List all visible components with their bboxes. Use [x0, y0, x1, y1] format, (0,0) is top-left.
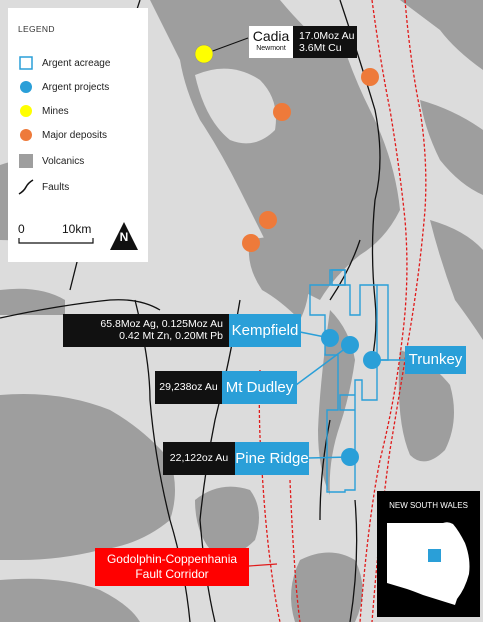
fault-line-icon — [18, 179, 34, 195]
deposit-marker[interactable] — [273, 103, 291, 121]
nsw-inset-map[interactable]: NEW SOUTH WALES — [377, 491, 480, 617]
legend-item-faults: Faults — [18, 178, 69, 196]
kempfield-label[interactable]: Kempfield — [229, 314, 301, 347]
pine-ridge-resource: 22,122oz Au — [163, 442, 235, 475]
mt-dudley-resource: 29,238oz Au — [155, 371, 222, 404]
inset-project-location — [428, 549, 441, 562]
north-arrow-icon — [110, 222, 138, 250]
kempfield-marker[interactable] — [321, 329, 339, 347]
legend-title: LEGEND — [18, 24, 55, 34]
mine-dot-icon — [18, 103, 34, 119]
legend-item-projects: Argent projects — [18, 78, 109, 96]
legend-item-acreage: Argent acreage — [18, 54, 110, 72]
deposit-dot-icon — [18, 127, 34, 143]
legend-label: Argent acreage — [42, 57, 111, 69]
scale-end: 10km — [62, 222, 92, 236]
corridor-label-line1: Godolphin-Coppenhania — [106, 552, 238, 566]
kempfield-resource-box: 65.8Moz Ag, 0.125Moz Au 0.42 Mt Zn, 0.20… — [63, 314, 229, 347]
legend-label: Faults — [42, 181, 70, 193]
cadia-resource-line2: 3.6Mt Cu — [299, 42, 342, 54]
cadia-resource-box: 17.0Moz Au 3.6Mt Cu — [293, 26, 357, 58]
cadia-resource-line1: 17.0Moz Au — [299, 30, 355, 42]
deposit-marker[interactable] — [259, 211, 277, 229]
project-dot-icon — [18, 79, 34, 95]
north-label: N — [119, 230, 129, 244]
legend-item-deposits: Major deposits — [18, 126, 107, 144]
cadia-label[interactable]: Cadia Newmont — [249, 26, 293, 58]
pine-ridge-label[interactable]: Pine Ridge — [235, 442, 309, 475]
corridor-label[interactable]: Godolphin-Coppenhania Fault Corridor — [95, 548, 249, 586]
legend-panel: LEGEND Argent acreage Argent projects Mi… — [8, 8, 148, 262]
pine-ridge-marker[interactable] — [341, 448, 359, 466]
nsw-outline-icon — [387, 522, 470, 605]
argent-projects — [321, 329, 381, 466]
legend-label: Major deposits — [42, 129, 108, 141]
mt-dudley-label[interactable]: Mt Dudley — [222, 371, 297, 404]
kempfield-resource-line2: 0.42 Mt Zn, 0.20Mt Pb — [119, 330, 223, 342]
trunkey-label[interactable]: Trunkey — [405, 346, 466, 374]
cadia-name: Cadia — [252, 28, 290, 44]
legend-item-volcanics: Volcanics — [18, 152, 84, 170]
corridor-leader — [249, 563, 278, 567]
inset-title: NEW SOUTH WALES — [389, 501, 468, 510]
cadia-mine-marker[interactable] — [194, 44, 214, 64]
volcanics-square-icon — [18, 153, 34, 169]
kempfield-resource-line1: 65.8Moz Ag, 0.125Moz Au — [100, 318, 223, 330]
legend-item-mines: Mines — [18, 102, 69, 120]
cadia-operator: Newmont — [256, 45, 286, 52]
fault-corridor-lines — [258, 0, 427, 622]
trunkey-marker[interactable] — [363, 351, 381, 369]
cadia-leader — [209, 37, 249, 53]
deposit-marker[interactable] — [242, 234, 260, 252]
corridor-label-line2: Fault Corridor — [135, 567, 209, 581]
legend-label: Mines — [42, 105, 69, 117]
legend-label: Volcanics — [42, 155, 85, 167]
scale-bar — [18, 238, 94, 244]
mt-dudley-marker[interactable] — [341, 336, 359, 354]
deposit-marker[interactable] — [361, 68, 379, 86]
scale-start: 0 — [18, 222, 25, 236]
legend-label: Argent projects — [42, 81, 110, 93]
acreage-square-icon — [18, 55, 34, 71]
major-deposits — [242, 68, 379, 252]
